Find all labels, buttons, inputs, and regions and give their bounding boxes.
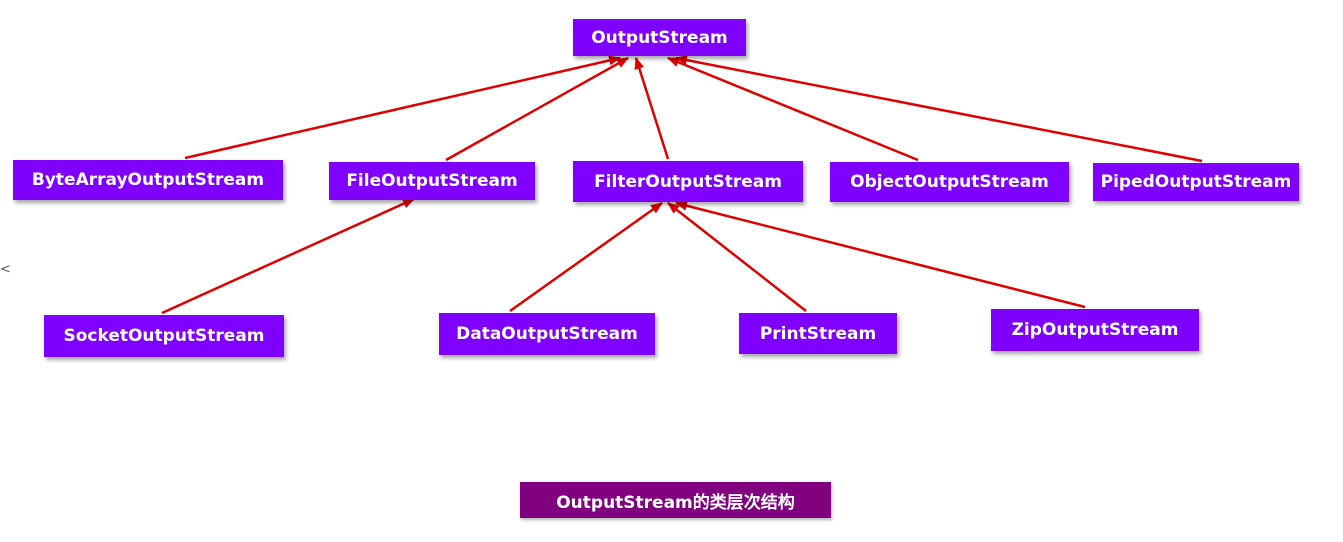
arrow-print-to-filter bbox=[667, 202, 807, 312]
node-filter-output-stream: FilterOutputStream bbox=[573, 161, 803, 202]
arrow-zip-to-filter bbox=[675, 200, 1086, 309]
arrow-piped-to-output_stream bbox=[675, 55, 1203, 163]
arrow-file-to-output_stream bbox=[445, 56, 629, 162]
arrow-data-to-filter bbox=[509, 201, 663, 313]
arrow-filter-to-output_stream bbox=[634, 57, 670, 160]
node-print-stream: PrintStream bbox=[739, 313, 897, 354]
node-object-output-stream: ObjectOutputStream bbox=[830, 162, 1069, 202]
node-socket-output-stream: SocketOutputStream bbox=[44, 315, 284, 357]
node-output-stream: OutputStream bbox=[573, 19, 746, 56]
arrow-object-to-output_stream bbox=[667, 56, 919, 162]
node-file-output-stream: FileOutputStream bbox=[329, 162, 535, 200]
node-piped-output-stream: PipedOutputStream bbox=[1093, 163, 1299, 201]
node-byte-array-output-stream: ByteArrayOutputStream bbox=[13, 160, 283, 200]
diagram-caption: OutputStream的类层次结构 bbox=[520, 482, 831, 518]
node-zip-output-stream: ZipOutputStream bbox=[991, 309, 1199, 351]
arrow-socket-to-file bbox=[161, 197, 415, 315]
arrow-byte_array-to-output_stream bbox=[184, 55, 621, 160]
node-data-output-stream: DataOutputStream bbox=[439, 313, 655, 355]
chevron-left-icon: < bbox=[0, 262, 11, 277]
